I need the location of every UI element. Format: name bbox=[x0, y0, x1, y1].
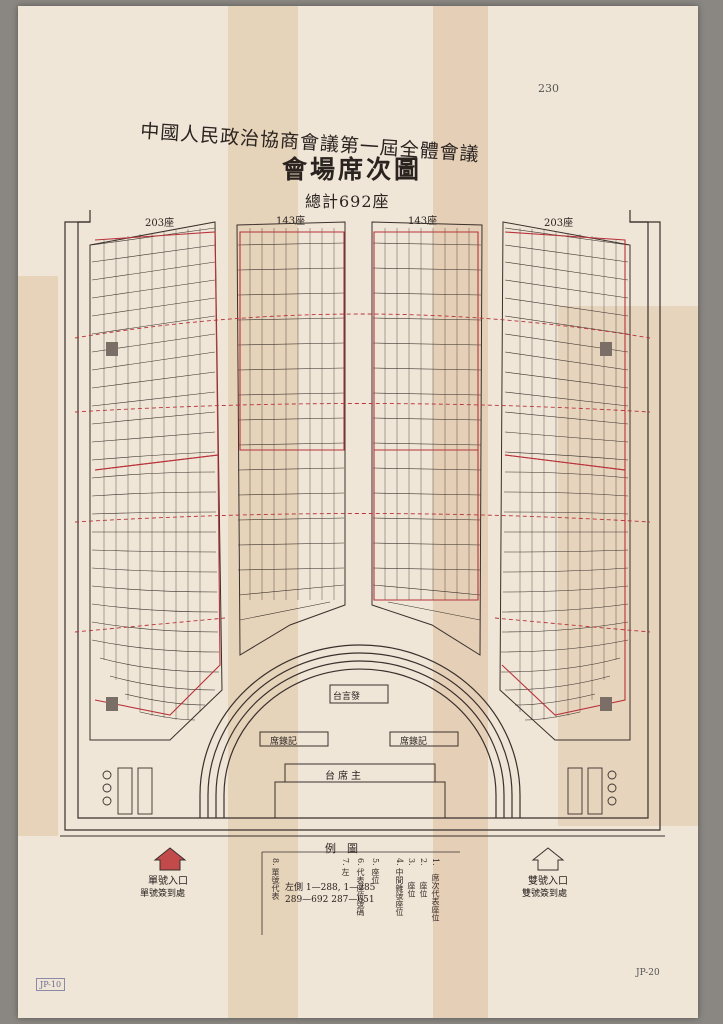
legend-item-7: 7. 左 bbox=[341, 858, 350, 877]
odd-registration-label: 單號簽到處 bbox=[140, 889, 186, 899]
legend-range-2: 289—692 287—651 bbox=[285, 895, 375, 905]
side-tables bbox=[102, 767, 617, 815]
seat-rows-center bbox=[237, 242, 482, 621]
even-registration-label: 雙號簽到處 bbox=[522, 889, 568, 899]
seat-block-right-outer bbox=[499, 221, 631, 741]
section-count-left-center: 143座 bbox=[276, 216, 306, 227]
seat-block-center-right bbox=[371, 221, 483, 656]
odd-entrance-label: 單號入口 bbox=[148, 876, 188, 887]
recorder-seats-right: 席錄記 bbox=[400, 737, 428, 747]
entrance-arrows bbox=[153, 847, 565, 871]
seat-dividers bbox=[103, 228, 617, 720]
section-count-left-outer: 203座 bbox=[145, 218, 175, 229]
hall-outer-wall bbox=[64, 221, 661, 831]
recorder-seats-left: 席錄記 bbox=[270, 737, 298, 747]
archive-number: JP-20 bbox=[636, 968, 660, 978]
seat-total: 總計692座 bbox=[305, 192, 390, 211]
legend-item-8: 8. 單號代表 bbox=[271, 858, 280, 901]
document-sheet bbox=[18, 6, 698, 1018]
hall-inner-wall bbox=[77, 210, 649, 819]
stage-arches bbox=[199, 644, 521, 818]
legend-frame bbox=[261, 851, 460, 935]
archive-stamp: JP-10 bbox=[36, 978, 66, 991]
legend-range-1: 左側 1—288, 1—285 bbox=[285, 883, 376, 893]
legend-item-4: 4. 中間雜號座位 bbox=[395, 858, 404, 917]
legend-item-3: 3. 座位 bbox=[407, 858, 416, 898]
seat-block-left-outer bbox=[89, 221, 223, 741]
chart-title: 會場席次圖 bbox=[282, 155, 423, 184]
seat-rows-right-outer bbox=[500, 227, 629, 721]
section-count-right-outer: 203座 bbox=[544, 218, 574, 229]
presidium-table-label: 台席主 bbox=[325, 771, 364, 782]
legend-title: 例 圖 bbox=[325, 842, 358, 855]
corner-note: 230 bbox=[538, 82, 559, 95]
podium-frames bbox=[259, 684, 459, 819]
pillars bbox=[106, 342, 612, 711]
dashed-section-lines bbox=[74, 313, 651, 633]
legend-item-6: 6. 代表座位號碼 bbox=[356, 858, 365, 917]
seat-block-center-left bbox=[236, 221, 346, 656]
legend-item-5: 5. 座位 bbox=[371, 858, 380, 885]
delegate-group-boundaries bbox=[94, 231, 626, 716]
legend-item-2: 2. 座位 bbox=[419, 858, 428, 898]
even-entrance-label: 雙號入口 bbox=[528, 876, 568, 887]
legend-item-1: 1. 席次代表座位 bbox=[431, 858, 440, 922]
section-count-right-center: 143座 bbox=[408, 216, 438, 227]
speaker-podium-label: 台言發 bbox=[333, 692, 361, 702]
